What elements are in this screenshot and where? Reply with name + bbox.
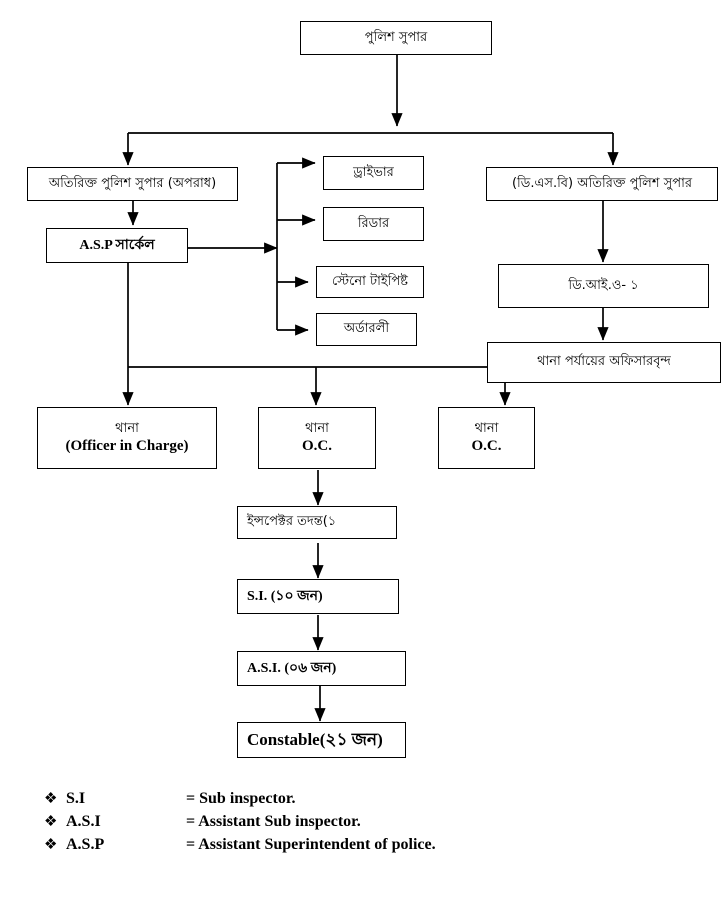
node-inspector-investigation[interactable]: ইন্সপেক্টর তদন্ত(১	[237, 506, 397, 539]
node-label-line2: O.C.	[471, 437, 502, 454]
node-label: A.S.I. (০৬ জন)	[247, 660, 337, 676]
node-label: রিডার	[357, 215, 390, 231]
node-label: অর্ডারলী	[343, 321, 390, 337]
node-label-line1: থানা	[305, 420, 329, 436]
node-label: Constable(২১ জন)	[247, 730, 383, 750]
legend-value: = Assistant Superintendent of police.	[186, 836, 436, 853]
node-thana-oc-3[interactable]: থানা O.C.	[438, 407, 535, 469]
diamond-bullet-icon: ❖	[44, 814, 58, 830]
node-label: থানা পর্যায়ের অফিসারবৃন্দ	[537, 354, 671, 370]
legend: ❖ S.I = Sub inspector. ❖ A.S.I = Assista…	[44, 790, 564, 859]
node-label: স্টেনো টাইপিষ্ট	[332, 273, 408, 289]
node-label: পুলিশ সুপার	[364, 29, 428, 45]
legend-row: ❖ A.S.P = Assistant Superintendent of po…	[44, 836, 564, 859]
node-driver[interactable]: ড্রাইভার	[323, 156, 424, 190]
node-label-line2: O.C.	[302, 437, 332, 454]
node-si[interactable]: S.I. (১০ জন)	[237, 579, 399, 614]
legend-key: A.S.I	[66, 813, 101, 830]
node-label: S.I. (১০ জন)	[247, 588, 323, 604]
node-label: ইন্সপেক্টর তদন্ত(১	[247, 514, 337, 530]
legend-key: A.S.P	[66, 836, 105, 853]
node-label-line1: থানা	[474, 420, 499, 436]
node-label-line1: থানা	[115, 420, 139, 436]
node-thana-level-officers[interactable]: থানা পর্যায়ের অফিসারবৃন্দ	[487, 342, 721, 383]
node-steno-typist[interactable]: স্টেনো টাইপিষ্ট	[316, 266, 424, 298]
legend-value: = Assistant Sub inspector.	[186, 813, 361, 830]
node-dio-1[interactable]: ডি.আই.ও- ১	[498, 264, 709, 308]
legend-value: = Sub inspector.	[186, 790, 296, 807]
node-label: ডি.আই.ও- ১	[568, 277, 639, 293]
node-dsb-additional-sp[interactable]: (ডি.এস.বি) অতিরিক্ত পুলিশ সুপার	[486, 167, 718, 201]
node-additional-sp-crime[interactable]: অতিরিক্ত পুলিশ সুপার (অপরাধ)	[27, 167, 238, 201]
node-constable[interactable]: Constable(২১ জন)	[237, 722, 406, 758]
node-label-line2: (Officer in Charge)	[65, 437, 189, 454]
diamond-bullet-icon: ❖	[44, 837, 58, 853]
legend-row: ❖ S.I = Sub inspector.	[44, 790, 564, 813]
node-thana-oc-2[interactable]: থানা O.C.	[258, 407, 376, 469]
node-label: ড্রাইভার	[353, 164, 394, 180]
node-reader[interactable]: রিডার	[323, 207, 424, 241]
node-asp-circle[interactable]: A.S.P সার্কেল	[46, 228, 188, 263]
legend-key: S.I	[66, 790, 86, 807]
node-label: (ডি.এস.বি) অতিরিক্ত পুলিশ সুপার	[511, 175, 692, 191]
node-label: অতিরিক্ত পুলিশ সুপার (অপরাধ)	[48, 175, 217, 191]
node-asi[interactable]: A.S.I. (০৬ জন)	[237, 651, 406, 686]
node-thana-officer-in-charge[interactable]: থানা (Officer in Charge)	[37, 407, 217, 469]
diamond-bullet-icon: ❖	[44, 791, 58, 807]
legend-row: ❖ A.S.I = Assistant Sub inspector.	[44, 813, 564, 836]
node-orderly[interactable]: অর্ডারলী	[316, 313, 417, 346]
node-police-super[interactable]: পুলিশ সুপার	[300, 21, 492, 55]
node-label: A.S.P সার্কেল	[79, 237, 155, 253]
